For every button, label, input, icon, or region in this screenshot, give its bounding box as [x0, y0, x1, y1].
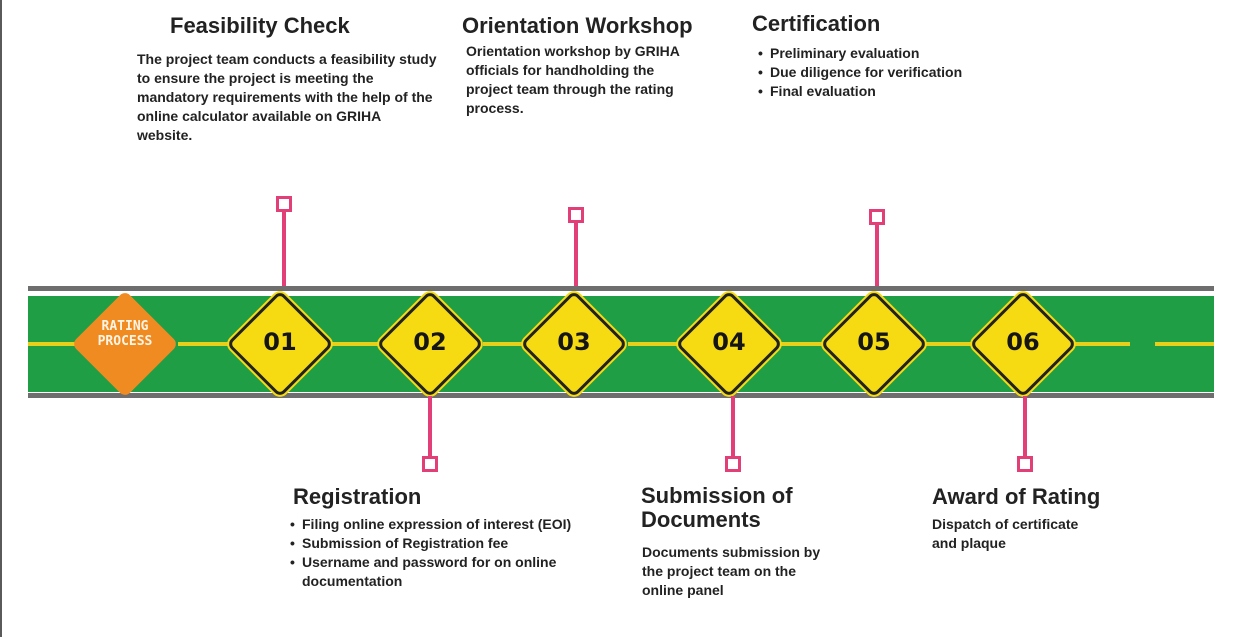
step-03-number: 03 [557, 328, 591, 356]
step-06-connector [1023, 396, 1027, 456]
step-05-title: Certification [752, 11, 881, 36]
step-06-title: Award of Rating [932, 484, 1101, 509]
step-04-connector-end [725, 456, 741, 472]
step-06-number: 06 [1006, 328, 1040, 356]
step-02-bullet: Filing online expression of interest (EO… [288, 515, 588, 534]
page-edge-rule [0, 0, 2, 637]
step-05-bullet: Preliminary evaluation [756, 44, 986, 63]
step-03-connector [574, 220, 578, 286]
step-02-connector [428, 396, 432, 456]
step-02-connector-end [422, 456, 438, 472]
rating-process-label-line1: RATING [101, 319, 149, 334]
step-05-number: 05 [857, 328, 891, 356]
step-02-number: 02 [413, 328, 447, 356]
rating-process-label: RATING PROCESS [72, 319, 178, 349]
lane-marking [781, 342, 831, 346]
lane-marking [332, 342, 382, 346]
step-02-bullets: Filing online expression of interest (EO… [288, 515, 588, 591]
lane-marking [925, 342, 975, 346]
step-02-bullet: Username and password for on online docu… [288, 553, 588, 591]
step-06-description: Dispatch of certificate and plaque [932, 515, 1107, 553]
step-03-connector-end [568, 207, 584, 223]
step-05-bullet: Due diligence for verification [756, 63, 986, 82]
step-06-connector-end [1017, 456, 1033, 472]
lane-marking [1075, 342, 1130, 346]
step-02-title: Registration [293, 484, 422, 509]
step-04-connector [731, 396, 735, 456]
step-05-bullets: Preliminary evaluation Due diligence for… [756, 44, 986, 101]
lane-marking [178, 342, 233, 346]
step-04-description: Documents submission by the project team… [642, 543, 827, 600]
step-04-description-text: Documents submission by the project team… [642, 544, 821, 598]
lane-marking [28, 342, 83, 346]
step-02-bullet: Submission of Registration fee [288, 534, 588, 553]
step-03-title: Orientation Workshop [462, 13, 693, 38]
lane-marking [628, 342, 684, 346]
step-01-connector [282, 208, 286, 286]
step-03-description-text: Orientation workshop by GRIHA officials … [466, 43, 680, 116]
lane-marking [483, 342, 525, 346]
step-05-connector [875, 222, 879, 286]
step-03-description: Orientation workshop by GRIHA officials … [466, 42, 691, 118]
lane-marking [1155, 342, 1214, 346]
step-04-title: Submission of Documents [641, 483, 793, 532]
step-01-title: Feasibility Check [170, 13, 350, 38]
step-06-description-text: Dispatch of certificate and plaque [932, 516, 1079, 551]
step-01-description: The project team conducts a feasibility … [137, 50, 437, 145]
step-01-description-text: The project team conducts a feasibility … [137, 51, 437, 143]
step-01-number: 01 [263, 328, 297, 356]
road-top-edge [28, 286, 1214, 291]
step-01-connector-end [276, 196, 292, 212]
step-05-bullet: Final evaluation [756, 82, 986, 101]
step-04-number: 04 [712, 328, 746, 356]
step-05-connector-end [869, 209, 885, 225]
rating-process-label-line2: PROCESS [97, 334, 153, 349]
road-bottom-edge [28, 393, 1214, 398]
